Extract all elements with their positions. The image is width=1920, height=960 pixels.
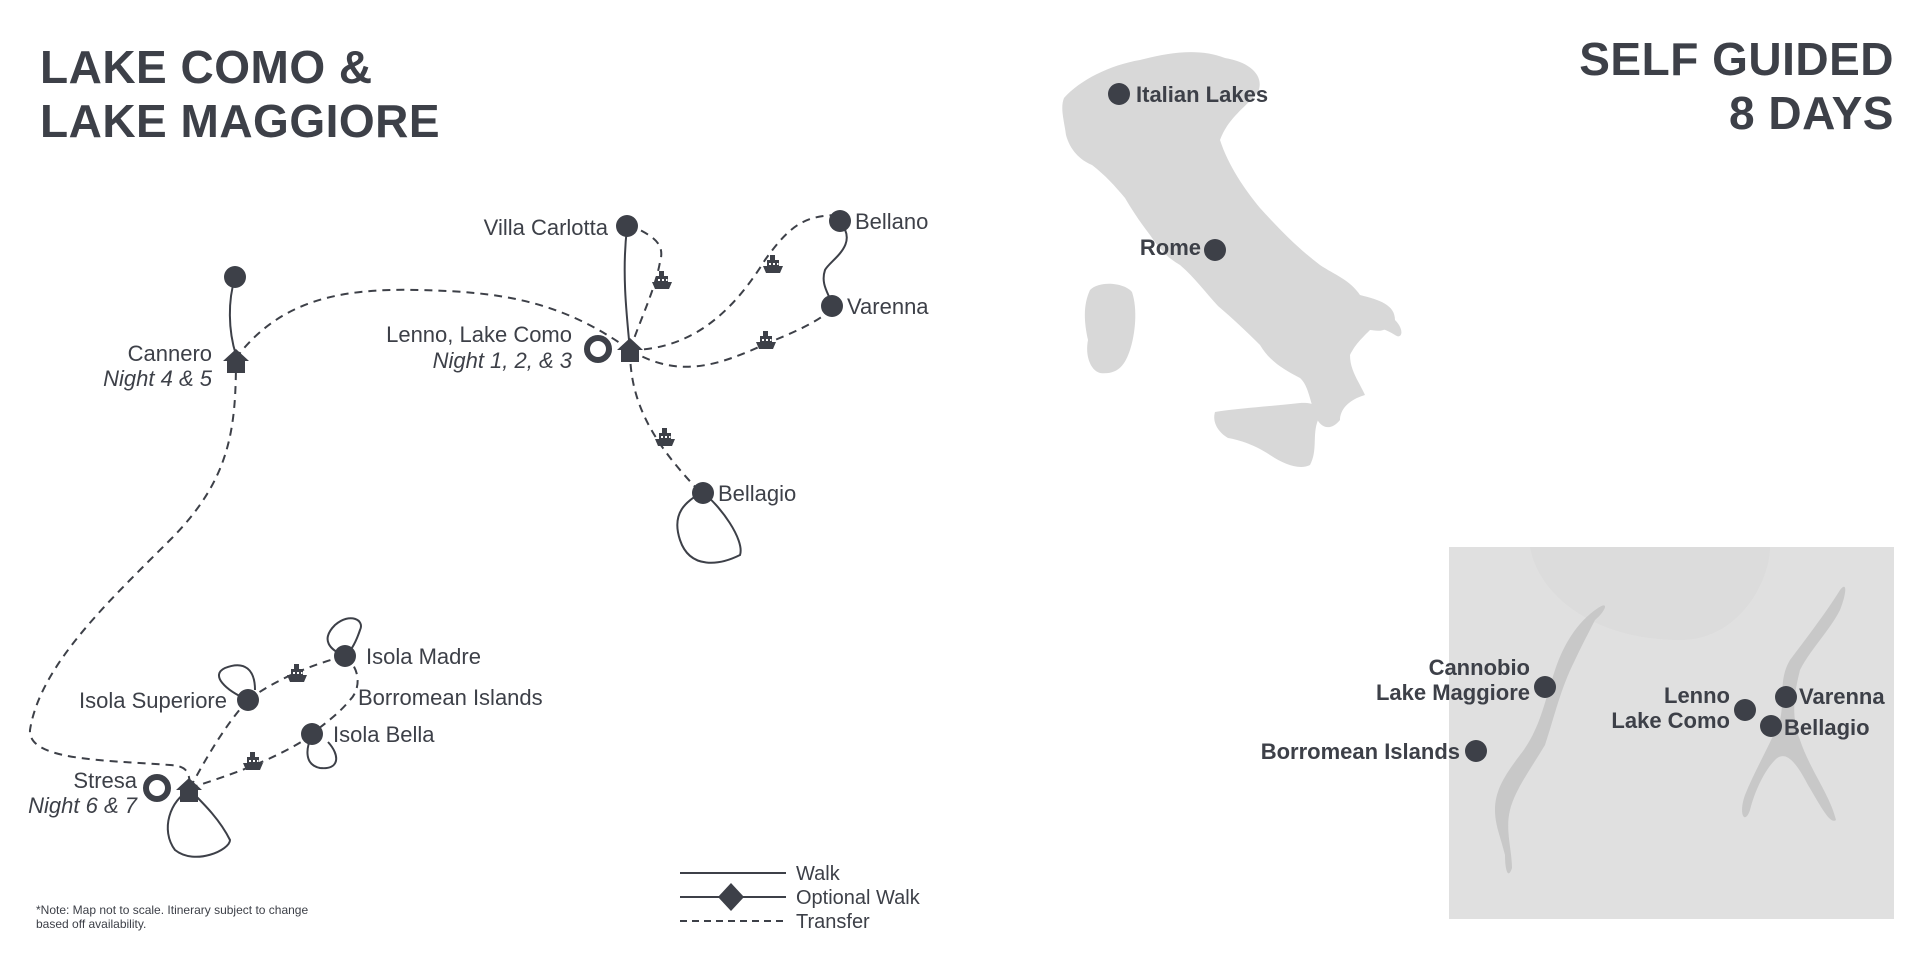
location-dot-icon	[334, 645, 356, 667]
location-dot-icon	[1534, 676, 1556, 698]
start-ring-icon	[143, 774, 171, 802]
location-dot-icon	[692, 482, 714, 504]
transfer-lenno-bellano	[629, 214, 841, 351]
transfer-routes	[28, 214, 841, 789]
location-dot-icon	[1734, 699, 1756, 721]
transfer-isola-madre-bella	[309, 655, 359, 736]
transfer-lenno-cannero	[235, 288, 631, 359]
walk-isola-superiore-loop	[218, 664, 256, 701]
lake-maggiore-shape	[1495, 605, 1606, 874]
label-villa-carlotta: Villa Carlotta	[484, 215, 609, 240]
label-bellano: Bellano	[855, 209, 928, 234]
label-cannobio: Cannobio	[1429, 655, 1530, 680]
disclaimer-note: *Note: Map not to scale. Itinerary subje…	[36, 903, 309, 931]
italy-map: Italian Lakes Rome	[1062, 52, 1402, 467]
location-dot-icon	[237, 689, 259, 711]
inset-lakes-map: Cannobio Lake Maggiore Borromean Islands…	[1261, 547, 1894, 919]
label-lenno-nights: Night 1, 2, & 3	[433, 348, 573, 373]
legend-transfer-label: Transfer	[796, 911, 870, 933]
location-dot-icon	[1465, 740, 1487, 762]
label-isola-superiore: Isola Superiore	[79, 688, 227, 713]
sicily	[1214, 402, 1321, 467]
label-lenno: Lenno, Lake Como	[386, 322, 572, 347]
trip-type-line-2: 8 DAYS	[1729, 87, 1894, 139]
location-dot-icon	[821, 295, 843, 317]
location-dot-icon	[1775, 686, 1797, 708]
location-dots	[224, 210, 851, 745]
transfer-stresa-isola-bella	[189, 734, 313, 789]
label-cannero-nights: Night 4 & 5	[103, 366, 213, 391]
walk-routes	[166, 221, 848, 858]
location-dot-icon	[1760, 715, 1782, 737]
start-ring-icon	[584, 335, 612, 363]
sardinia	[1084, 283, 1136, 374]
transfer-stresa-isola-superiore	[189, 699, 249, 789]
label-cannero: Cannero	[128, 341, 212, 366]
location-dot-icon	[1108, 83, 1130, 105]
inset-terrain	[1449, 547, 1894, 919]
walk-bellano-varenna	[822, 221, 848, 306]
walk-stresa-loop	[166, 789, 232, 858]
location-dot-icon	[829, 210, 851, 232]
label-borromean-islands-inset: Borromean Islands	[1261, 739, 1460, 764]
boat-icon	[756, 331, 776, 349]
walk-isola-bella-loop	[306, 734, 338, 770]
label-lake-como-inset: Lake Como	[1611, 708, 1730, 733]
diamond-icon	[718, 883, 744, 911]
transfer-lenno-bellagio	[629, 349, 701, 493]
location-dot-icon	[616, 215, 638, 237]
label-bellagio-inset: Bellagio	[1784, 715, 1870, 740]
house-icon	[223, 349, 249, 373]
walk-bellagio-loop	[676, 491, 742, 564]
label-stresa: Stresa	[73, 768, 137, 793]
house-icon	[617, 338, 643, 362]
boat-icon	[243, 752, 263, 770]
label-lake-maggiore: Lake Maggiore	[1376, 680, 1530, 705]
label-isola-bella: Isola Bella	[333, 722, 435, 747]
location-dot-icon	[224, 266, 246, 288]
walk-cannero	[228, 277, 237, 356]
label-varenna: Varenna	[847, 294, 929, 319]
label-lenno-inset: Lenno	[1664, 683, 1730, 708]
label-stresa-nights: Night 6 & 7	[28, 793, 138, 818]
label-bellagio: Bellagio	[718, 481, 796, 506]
page-title: LAKE COMO & LAKE MAGGIORE	[40, 40, 440, 148]
label-borromean-islands: Borromean Islands	[358, 685, 543, 710]
location-dot-icon	[1204, 239, 1226, 261]
italy-heel	[1335, 302, 1402, 337]
location-dot-icon	[301, 723, 323, 745]
legend-walk-label: Walk	[796, 863, 841, 885]
italy-mainland	[1062, 52, 1395, 428]
label-italian-lakes: Italian Lakes	[1136, 82, 1268, 107]
legend: Walk Optional Walk Transfer	[680, 863, 921, 933]
title-line-1: LAKE COMO &	[40, 41, 373, 93]
transfer-cannero-stresa	[28, 357, 237, 789]
transfer-lenno-villa-carlotta	[629, 229, 663, 351]
trip-type-line-1: SELF GUIDED	[1579, 33, 1894, 85]
label-rome: Rome	[1140, 235, 1201, 260]
walk-isola-madre-loop	[326, 617, 362, 657]
title-line-2: LAKE MAGGIORE	[40, 95, 441, 147]
boat-icon	[287, 664, 307, 682]
legend-optional-walk-label: Optional Walk	[796, 887, 921, 909]
transfer-lenno-varenna	[629, 309, 831, 368]
label-varenna-inset: Varenna	[1799, 684, 1885, 709]
trip-type-title: SELF GUIDED 8 DAYS	[1579, 32, 1894, 140]
walk-villa-carlotta	[623, 227, 631, 351]
label-isola-madre: Isola Madre	[366, 644, 481, 669]
boat-icon	[655, 428, 675, 446]
